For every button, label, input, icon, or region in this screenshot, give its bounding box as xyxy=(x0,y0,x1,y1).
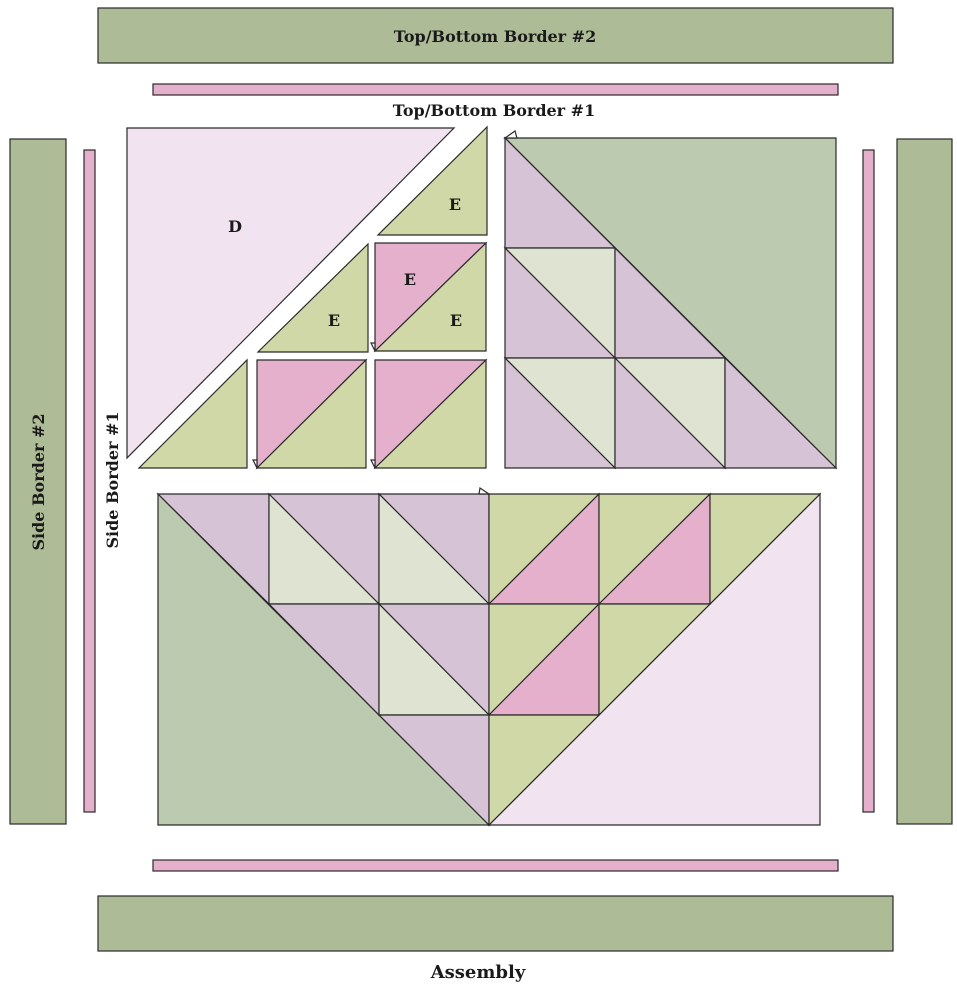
upper-left-unit: D E E E E xyxy=(127,127,487,468)
notch-upper-right xyxy=(505,131,517,138)
top-border-2-label: Top/Bottom Border #2 xyxy=(394,27,596,46)
piece-e-label-2: E xyxy=(328,311,340,330)
side-border-1-left xyxy=(84,150,95,812)
piece-e-label-3: E xyxy=(404,270,416,289)
side-border-2-right xyxy=(897,139,952,824)
notch-2 xyxy=(253,460,257,468)
bottom-border-2 xyxy=(98,896,893,951)
notch-bottom xyxy=(479,488,489,494)
notch-3 xyxy=(371,460,375,468)
bottom-unit xyxy=(158,494,820,825)
side-border-1-label: Side Border #1 xyxy=(103,411,122,548)
top-border-1-label: Top/Bottom Border #1 xyxy=(393,101,595,120)
top-border-1 xyxy=(153,84,838,95)
notch-1 xyxy=(371,343,375,351)
upper-right-unit xyxy=(505,138,836,468)
side-border-1-right xyxy=(863,150,874,812)
side-border-2-label: Side Border #2 xyxy=(29,413,48,550)
piece-e-label-1: E xyxy=(449,195,461,214)
piece-d-label: D xyxy=(228,217,242,236)
caption: Assembly xyxy=(430,962,526,983)
piece-e-label-4: E xyxy=(450,311,462,330)
bottom-border-1 xyxy=(153,860,838,871)
